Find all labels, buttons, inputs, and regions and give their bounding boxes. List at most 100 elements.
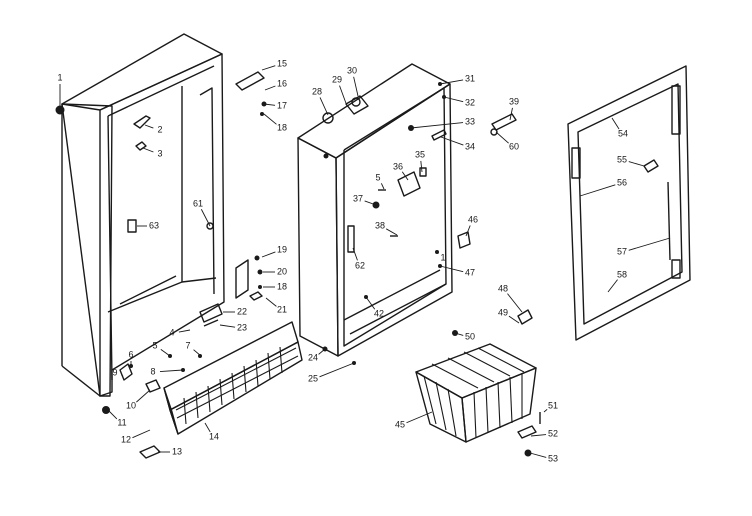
- callout-leader: [508, 315, 520, 324]
- callout-leader: [107, 409, 118, 420]
- callout-label: 55: [617, 154, 627, 164]
- callout-label: 61: [193, 198, 203, 208]
- callout-label: 57: [617, 246, 627, 256]
- callout-leader: [410, 122, 464, 129]
- callout-leader: [465, 225, 471, 237]
- callout-label: 9: [112, 367, 117, 377]
- callout-leader: [318, 348, 326, 355]
- callout-label: 6: [128, 349, 133, 359]
- callout-label: 18: [277, 281, 287, 291]
- callout-leader: [440, 136, 464, 146]
- callout-label: 52: [548, 428, 558, 438]
- callout-leader: [607, 279, 618, 293]
- callout-leader: [319, 362, 355, 378]
- callout-label: 7: [185, 340, 190, 350]
- callout-leader: [401, 171, 409, 181]
- callout-leader: [263, 103, 276, 106]
- callout-label: 36: [393, 161, 403, 171]
- callout-label: 60: [509, 141, 519, 151]
- callout-leader: [439, 79, 464, 85]
- callout-leader: [439, 265, 464, 273]
- callout-label: 46: [468, 214, 478, 224]
- callout-label: 14: [209, 431, 219, 441]
- callout-leader: [204, 422, 211, 433]
- callout-label: 21: [277, 304, 287, 314]
- callout-label: 12: [121, 434, 131, 444]
- callout-leader: [543, 408, 548, 413]
- liner: [297, 63, 453, 365]
- callout-leader: [132, 429, 151, 439]
- callout-leader: [380, 183, 385, 190]
- callout-leader: [261, 65, 276, 71]
- front-grille: [163, 321, 303, 435]
- callout-leader: [385, 228, 398, 236]
- callout-leader: [628, 237, 671, 251]
- callout-label: 33: [465, 116, 475, 126]
- callout-label: 11: [117, 417, 126, 427]
- door-gasket: [567, 65, 691, 341]
- callout-leader: [319, 97, 329, 116]
- callout-leader: [579, 184, 616, 197]
- callout-label: 47: [465, 267, 475, 277]
- callout-leader: [509, 107, 513, 121]
- callout-label: 30: [347, 65, 357, 75]
- callout-label: 31: [465, 73, 475, 83]
- callout-leader: [219, 324, 236, 328]
- callout-leader: [454, 332, 464, 336]
- callout-leader: [200, 209, 211, 227]
- callout-label: 13: [172, 446, 182, 456]
- callout-label: 1: [440, 252, 445, 262]
- callout-leader: [352, 247, 358, 261]
- callout-leader: [530, 434, 547, 437]
- callout-leader: [160, 348, 171, 357]
- callout-label: 39: [509, 96, 519, 106]
- callout-leader: [611, 117, 620, 130]
- callout-label: 5: [375, 172, 380, 182]
- callout-leader: [142, 147, 154, 153]
- callout-leader: [178, 329, 191, 333]
- callout-label: 63: [149, 220, 159, 230]
- callout-label: 34: [465, 141, 475, 151]
- callout-label: 24: [308, 352, 318, 362]
- callout-label: 1: [57, 72, 62, 82]
- callout-label: 28: [312, 86, 322, 96]
- callout-leader: [261, 251, 276, 258]
- callout-label: 29: [332, 74, 342, 84]
- callout-leader: [121, 374, 124, 377]
- callout-group: 1231516171861631920182122234756891011121…: [57, 58, 671, 463]
- callout-label: 10: [126, 400, 136, 410]
- callout-label: 48: [498, 283, 508, 293]
- callout-leader: [436, 250, 439, 254]
- callout-label: 4: [169, 327, 174, 337]
- callout-label: 32: [465, 97, 475, 107]
- cabinet-shell: [55, 33, 225, 397]
- callout-label: 56: [617, 177, 627, 187]
- callout-label: 3: [157, 148, 162, 158]
- callout-label: 19: [277, 244, 287, 254]
- callout-label: 53: [548, 453, 558, 463]
- callout-leader: [193, 349, 202, 357]
- callout-leader: [264, 85, 276, 91]
- callout-label: 51: [548, 400, 558, 410]
- callout-label: 54: [618, 128, 628, 138]
- callout-label: 58: [617, 269, 627, 279]
- callout-label: 37: [353, 193, 363, 203]
- callout-leader: [495, 131, 509, 144]
- callout-label: 45: [395, 419, 405, 429]
- callout-leader: [365, 296, 376, 310]
- callout-leader: [353, 76, 359, 97]
- callout-label: 2: [157, 124, 162, 134]
- basket: [415, 309, 541, 457]
- callout-label: 8: [150, 366, 155, 376]
- callout-leader: [144, 124, 154, 129]
- callout-leader: [507, 293, 523, 313]
- callout-leader: [529, 452, 547, 458]
- callout-label: 17: [277, 100, 287, 110]
- callout-label: 62: [355, 260, 365, 270]
- callout-label: 15: [277, 58, 287, 68]
- callout-label: 22: [237, 306, 247, 316]
- callout-label: 42: [374, 308, 384, 318]
- callout-label: 5: [152, 340, 157, 350]
- callout-leader: [406, 411, 433, 424]
